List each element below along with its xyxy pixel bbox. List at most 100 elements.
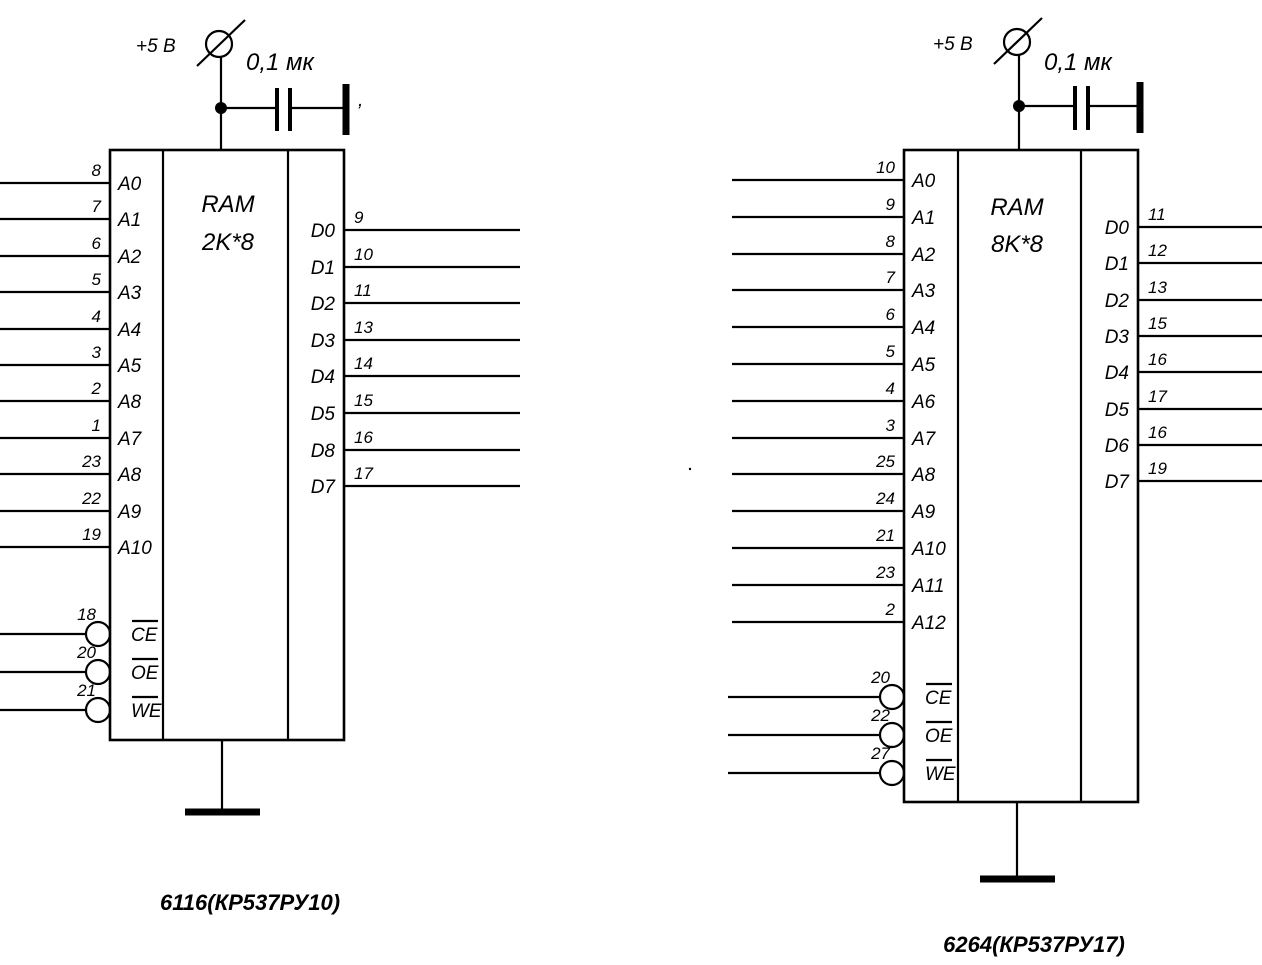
pin-name: D4: [1105, 363, 1129, 384]
pin-number: 9: [886, 195, 896, 214]
pin-number: 16: [1148, 350, 1167, 369]
pin-name: A4: [117, 320, 141, 341]
pin-number: 1: [92, 416, 101, 435]
pin-number: 20: [870, 668, 890, 687]
chip-body: [108, 148, 346, 742]
pin-name: D2: [1105, 291, 1130, 312]
pin-number: 17: [1148, 387, 1167, 406]
pin-name: A2: [911, 245, 936, 266]
scan-speck: [688, 467, 692, 471]
pin-name: D8: [311, 441, 336, 462]
pin-number: 13: [354, 318, 373, 337]
pin-number: 25: [875, 452, 895, 471]
pin-number: 19: [1148, 459, 1167, 478]
pin-number: 16: [354, 428, 373, 447]
address-pin: 7A3: [732, 268, 936, 302]
supply-terminal-slash: [993, 17, 1043, 65]
address-pins: 10A09A18A27A36A45A54A63A725A824A921A1023…: [732, 158, 946, 634]
pin-number: 21: [875, 526, 895, 545]
pin-name: A7: [911, 429, 937, 450]
pin-name: A8: [117, 465, 142, 486]
pin-name: D6: [1105, 436, 1130, 457]
pin-number: 17: [354, 464, 373, 483]
pin-name: D1: [311, 258, 335, 279]
pin-name: D7: [1105, 472, 1131, 493]
capacitor-label: 0,1 мк: [1044, 49, 1113, 76]
pin-name: D0: [1105, 218, 1130, 239]
pin-name: A9: [117, 502, 142, 523]
pin-name: A7: [117, 429, 143, 450]
pin-name: D3: [1105, 327, 1130, 348]
pin-name: A10: [911, 539, 946, 560]
pin-number: 5: [92, 270, 102, 289]
chip-capacity: 2K*8: [201, 229, 255, 256]
pin-number: 3: [92, 343, 102, 362]
address-pin: 3A5: [0, 343, 142, 377]
pin-name: OE: [131, 663, 159, 684]
pin-number: 4: [886, 379, 895, 398]
pin-number: 5: [886, 342, 896, 361]
pin-number: 12: [1148, 241, 1167, 260]
pin-name: A11: [911, 576, 944, 597]
pin-name: D5: [1105, 400, 1130, 421]
address-pin: 5A3: [0, 270, 142, 304]
pin-number: 10: [876, 158, 895, 177]
pin-number: 9: [354, 208, 364, 227]
address-pin: 8A0: [0, 161, 142, 195]
pin-number: 27: [870, 744, 890, 763]
pin-number: 20: [76, 643, 96, 662]
chip-title: RAM: [990, 194, 1043, 221]
chip-capacity: 8K*8: [991, 231, 1044, 258]
pin-number: 6: [92, 234, 102, 253]
pin-number: 7: [92, 197, 102, 216]
address-pin: 2A8: [0, 379, 142, 413]
pin-name: A9: [911, 502, 936, 523]
pin-number: 19: [82, 525, 101, 544]
part-label: 6264(КР537РУ17): [943, 932, 1125, 957]
address-pin: 5A5: [732, 342, 936, 376]
chip-6116: +5 В 0,1 мк RAM 2K*8 6116(КР537РУ10) 8A0…: [0, 19, 520, 915]
address-pin: 8A2: [732, 232, 936, 266]
pin-number: 24: [875, 489, 895, 508]
supply-terminal: [1002, 27, 1032, 57]
pin-name: A6: [911, 392, 936, 413]
chip-title: RAM: [201, 191, 254, 218]
supply-label: +5 В: [933, 34, 973, 55]
pin-number: 14: [354, 354, 373, 373]
inversion-bubble: [878, 683, 906, 711]
pin-number: 4: [92, 307, 101, 326]
address-pin: 6A2: [0, 234, 142, 268]
pin-name: A12: [911, 613, 946, 634]
pin-number: 10: [354, 245, 373, 264]
pin-number: 16: [1148, 423, 1167, 442]
address-pin: 3A7: [732, 416, 937, 450]
pin-name: D5: [311, 404, 336, 425]
pin-number: 18: [77, 605, 96, 624]
pin-name: A3: [117, 283, 142, 304]
